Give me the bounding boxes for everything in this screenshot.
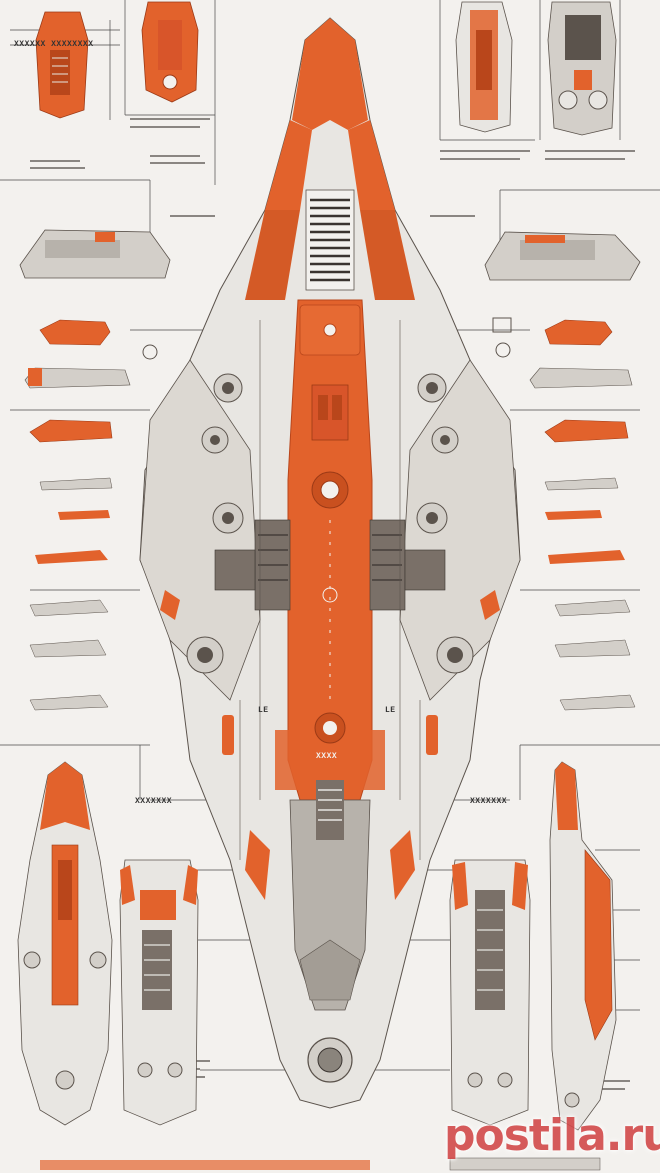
watermark: postila.ru	[444, 1110, 660, 1161]
top-right-schematic-b	[547, 1, 617, 136]
right-parts-column	[492, 317, 636, 711]
bottom-left-ship-b	[119, 859, 199, 1126]
bottom-right-ship-a	[449, 859, 531, 1126]
top-left-title: XXXXXX XXXXXXXX	[14, 40, 94, 49]
left-parts-column	[24, 319, 158, 711]
right-side-view	[484, 231, 641, 281]
hull-left-label: LE	[258, 706, 269, 715]
main-ship-nose-orange	[292, 18, 368, 130]
left-mid-label: XXXXXXX	[135, 797, 173, 806]
main-ship	[139, 17, 521, 1109]
top-left-schematic-b	[141, 1, 199, 103]
top-right-schematic-a	[455, 1, 513, 133]
top-left-schematic-a	[35, 11, 89, 119]
bottom-strip	[40, 1160, 370, 1170]
bottom-left-ship-a	[17, 761, 113, 1126]
bottom-right-ship-b	[549, 761, 617, 1131]
right-mid-label: XXXXXXX	[470, 797, 508, 806]
hull-right-label: LE	[385, 706, 396, 715]
left-side-view	[19, 229, 171, 279]
hull-orange-code: XXXX	[316, 752, 338, 761]
